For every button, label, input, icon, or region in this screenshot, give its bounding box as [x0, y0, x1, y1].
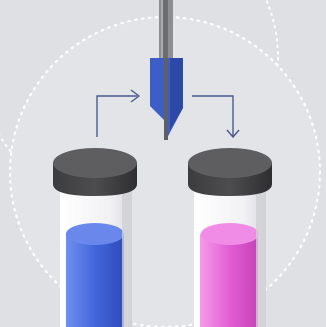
flow-arrow-right: [192, 95, 240, 139]
right-vial-cap: [188, 148, 272, 196]
flow-arrow-left: [96, 89, 141, 137]
injector-needle: [150, 0, 183, 140]
left-vial-cap: [53, 148, 137, 196]
right-vial: [188, 148, 272, 327]
left-vial: [53, 148, 137, 327]
